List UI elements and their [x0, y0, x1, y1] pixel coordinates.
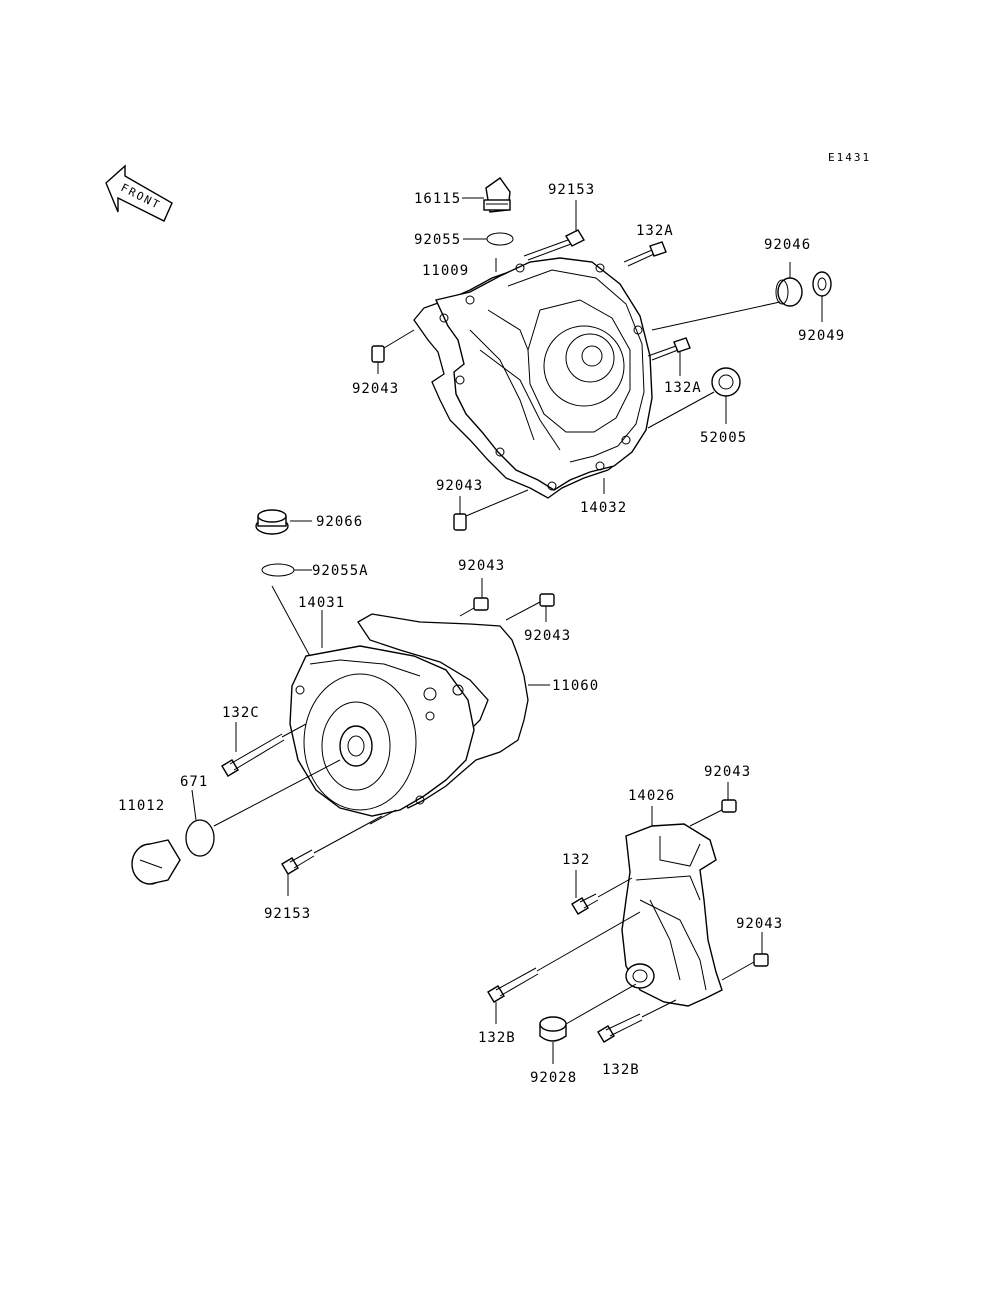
label-16115: 16115 — [414, 191, 461, 207]
label-132C: 132C — [222, 705, 260, 721]
bolt-icon — [647, 337, 691, 361]
o-ring-icon — [486, 232, 514, 246]
plug-icon — [255, 509, 289, 535]
label-92043-c: 92043 — [458, 558, 505, 574]
bolt-icon — [597, 1013, 643, 1043]
label-92043-e: 92043 — [704, 764, 751, 780]
bolt-icon — [523, 229, 585, 261]
label-92066: 92066 — [316, 514, 363, 530]
dowel-pin-icon — [371, 345, 385, 363]
bolt-icon — [623, 241, 667, 267]
cap-icon — [131, 839, 181, 885]
dowel-pin-icon — [721, 799, 737, 813]
label-92055A: 92055A — [312, 563, 369, 579]
bearing-icon — [775, 277, 803, 307]
label-671: 671 — [180, 774, 208, 790]
label-11012: 11012 — [118, 798, 165, 814]
label-132A-top: 132A — [636, 223, 674, 239]
label-14032: 14032 — [580, 500, 627, 516]
label-132A-mid: 132A — [664, 380, 702, 396]
label-14026: 14026 — [628, 788, 675, 804]
bolt-icon — [487, 967, 539, 1003]
bolt-icon — [221, 733, 285, 777]
generator-cover-assembly: 92066 92055A 92043 92043 14031 11060 — [118, 509, 599, 922]
label-132: 132 — [562, 852, 590, 868]
label-92055: 92055 — [414, 232, 461, 248]
dowel-pin-icon — [453, 513, 467, 531]
dowel-pin-icon — [473, 597, 489, 611]
oil-filler-cap-icon — [483, 177, 511, 213]
sprocket-cover-assembly: 92043 14026 132 92043 — [478, 764, 783, 1086]
bolt-icon — [571, 893, 599, 915]
label-132B-left: 132B — [478, 1030, 516, 1046]
clutch-cover-14032 — [435, 257, 653, 491]
clutch-cover-assembly: 16115 92055 92153 132A 11009 — [352, 177, 845, 531]
o-ring-icon — [185, 819, 215, 857]
oil-seal-icon — [711, 367, 741, 397]
front-arrow-icon: FRONT — [105, 164, 173, 222]
label-92043-b: 92043 — [436, 478, 483, 494]
label-14031: 14031 — [298, 595, 345, 611]
collar-icon — [539, 1016, 567, 1042]
label-132B-right: 132B — [602, 1062, 640, 1078]
label-92049: 92049 — [798, 328, 845, 344]
o-ring-icon — [261, 563, 295, 577]
generator-cover-14031 — [289, 645, 475, 817]
label-92153-bot: 92153 — [264, 906, 311, 922]
label-11060: 11060 — [552, 678, 599, 694]
bolt-icon — [281, 849, 315, 875]
dowel-pin-icon — [753, 953, 769, 967]
gasket-11060 — [357, 613, 529, 809]
label-92043-f: 92043 — [736, 916, 783, 932]
label-92153-top: 92153 — [548, 182, 595, 198]
diagram-code: E1431 — [828, 151, 871, 164]
label-92046: 92046 — [764, 237, 811, 253]
label-52005: 52005 — [700, 430, 747, 446]
dowel-pin-icon — [539, 593, 555, 607]
oil-seal-icon — [812, 271, 832, 297]
sprocket-cover-14026 — [621, 823, 723, 1007]
label-11009: 11009 — [422, 263, 469, 279]
label-92043-a: 92043 — [352, 381, 399, 397]
label-92043-d: 92043 — [524, 628, 571, 644]
label-92028: 92028 — [530, 1070, 577, 1086]
